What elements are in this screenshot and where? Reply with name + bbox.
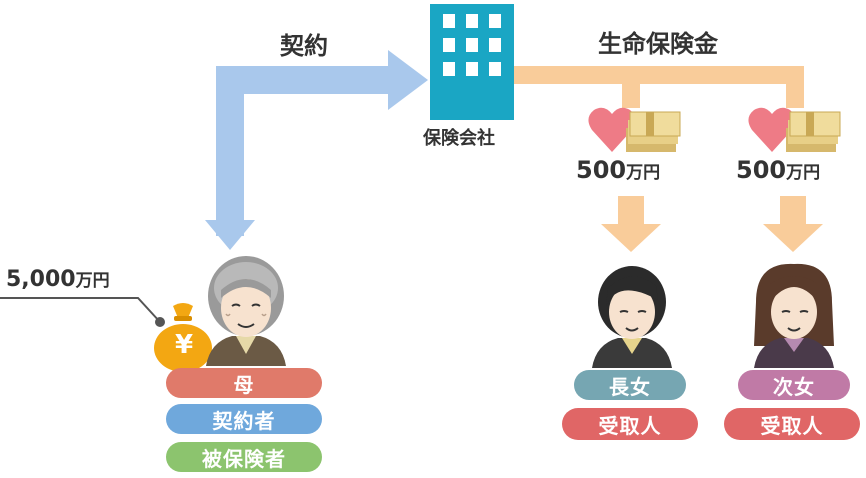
second-name-pill: 次女: [738, 370, 850, 400]
second-role-pill: 受取人: [724, 408, 860, 440]
insurer-label: 保険会社: [423, 128, 495, 149]
eldest-role-pill: 受取人: [562, 408, 698, 440]
second-amount: 500: [736, 156, 787, 184]
heart-money-icon: [748, 107, 841, 152]
assets-amount: 5,000: [6, 267, 76, 292]
mother-avatar: [206, 256, 286, 366]
benefit-arrow-eldest: [601, 196, 661, 252]
insured-pill: 被保険者: [166, 442, 322, 472]
eldest-amount-label: 500万円: [576, 156, 660, 184]
contract-arrow: [205, 50, 428, 250]
assets-unit: 万円: [75, 271, 110, 291]
eldest-unit: 万円: [626, 163, 661, 183]
money-bag-icon: [154, 303, 212, 372]
second-unit: 万円: [786, 163, 821, 183]
assets-label: 5,000万円: [6, 266, 110, 292]
benefit-arrow-second: [763, 196, 823, 252]
yen-symbol: ¥: [174, 330, 194, 360]
eldest-daughter-avatar: [592, 266, 672, 368]
contractor-pill: 契約者: [166, 404, 322, 434]
benefit-connector: [514, 66, 804, 108]
contract-label: 契約: [280, 32, 328, 60]
heart-money-icon: [588, 107, 681, 152]
eldest-name-pill: 長女: [574, 370, 686, 400]
assets-pointer: [0, 297, 165, 327]
benefit-label: 生命保険金: [598, 30, 718, 58]
eldest-amount: 500: [576, 156, 627, 184]
second-daughter-avatar: [754, 263, 834, 368]
mother-name-pill: 母: [166, 368, 322, 398]
building-icon: [430, 4, 514, 120]
second-amount-label: 500万円: [736, 156, 820, 184]
